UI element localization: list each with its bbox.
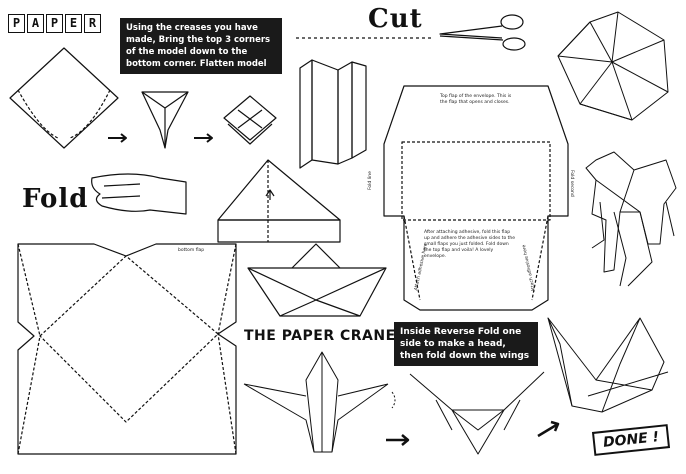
paper-letter: P — [8, 14, 25, 33]
fold-title: Fold — [22, 184, 89, 214]
finished-crane-drawing — [547, 317, 669, 413]
envelope-template-left — [17, 243, 237, 455]
scissors-icon — [439, 14, 526, 51]
fold-second-label: Fold second — [569, 170, 574, 197]
fold-step-square-base — [223, 95, 277, 145]
paper-logo: P A P E R — [8, 14, 101, 33]
paper-hat-drawing — [217, 159, 341, 243]
paper-letter: E — [65, 14, 82, 33]
fold-instruction-box: Using the creases you have made, Bring t… — [120, 18, 282, 74]
cut-title: Cut — [368, 4, 423, 34]
fold-step-square-diamond — [9, 47, 119, 149]
arrow-icon — [194, 133, 213, 143]
bottom-flap-label: bottom flap — [178, 248, 205, 253]
fold-line-label: Fold line — [368, 171, 373, 190]
top-flap-note: Top flap of the envelope. This is the fl… — [440, 94, 512, 105]
fold-step-preliminary — [141, 91, 189, 149]
paper-letter: R — [84, 14, 101, 33]
crane-instruction-box: Inside Reverse Fold one side to make a h… — [394, 322, 538, 366]
arrow-icon — [108, 133, 127, 143]
crane-step-2 — [409, 371, 545, 455]
crane-step-1 — [243, 351, 396, 453]
adhesive-note: After attaching adhesive, fold this flap… — [424, 230, 516, 259]
paper-crane-title: THE PAPER CRANE — [244, 328, 396, 344]
paper-letter: P — [46, 14, 63, 33]
envelope-template-right — [383, 85, 569, 311]
accordion-fold-drawing — [299, 59, 367, 169]
arrow-icon — [386, 434, 410, 446]
paper-letter: A — [27, 14, 44, 33]
icosahedron-drawing — [557, 11, 669, 121]
paper-boat-drawing — [247, 243, 387, 317]
arrow-icon — [537, 420, 560, 438]
hand-icon — [91, 173, 187, 215]
origami-fox-drawing — [585, 151, 677, 287]
